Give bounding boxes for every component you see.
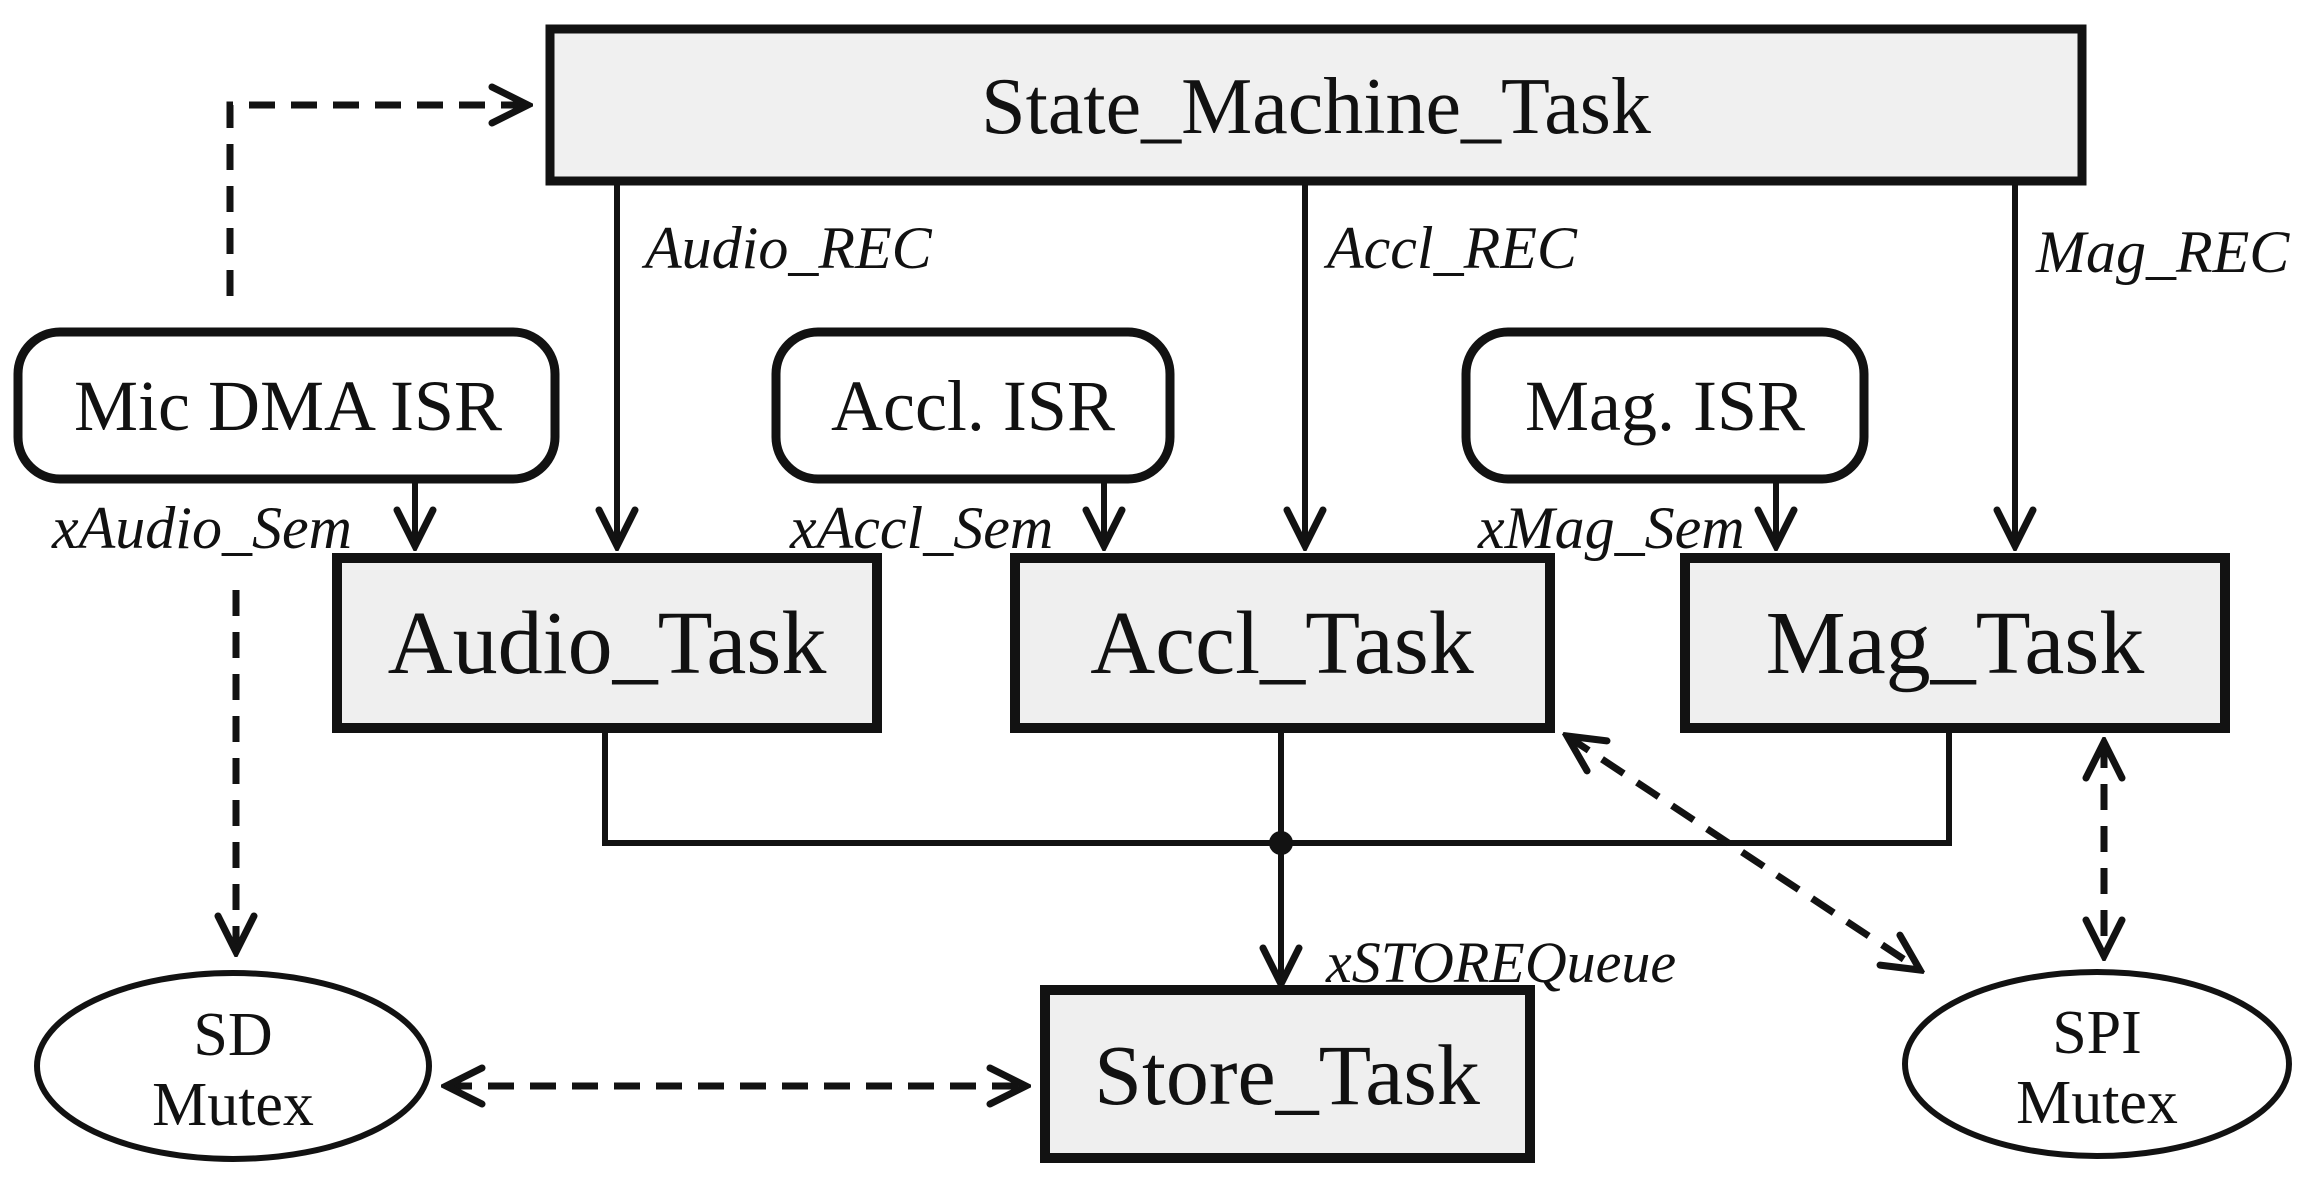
accl-spi-dashed-double-arrow (1567, 736, 1920, 970)
audio-task-node (332, 553, 882, 733)
mag-task-label: Mag_Task (1766, 594, 2145, 693)
task-join-bus-line (602, 728, 1952, 846)
mag-isr-node (1461, 327, 1869, 484)
mic-dma-isr-label: Mic DMA ISR (74, 366, 502, 446)
spi-mutex-label-line1: SPI (2052, 999, 2142, 1067)
store-task-label: Store_Task (1094, 1027, 1480, 1123)
state-machine-task-label: State_Machine_Task (981, 63, 1651, 151)
spi-mutex-node (1902, 969, 2292, 1159)
sd-mutex-node (34, 970, 432, 1162)
mag-rec-edge-label: Mag_REC (2035, 219, 2290, 285)
xaccl-sem-edge-label: xAccl_Sem (789, 495, 1053, 561)
state-machine-task-node (545, 24, 2087, 186)
xmag-sem-edge-label: xMag_Sem (1477, 495, 1745, 561)
mag-isr-label: Mag. ISR (1525, 366, 1805, 446)
sd-mutex-label-line2: Mutex (152, 1071, 314, 1139)
sd-mutex-label-line1: SD (193, 1001, 272, 1069)
xaudio-sem-edge-label: xAudio_Sem (51, 495, 352, 561)
store-task-node (1040, 985, 1535, 1163)
spi-mutex-label-line2: Mutex (2016, 1069, 2178, 1137)
xstore-queue-edge-label: xSTOREQueue (1325, 930, 1676, 995)
accl-isr-label: Accl. ISR (831, 366, 1115, 446)
audio-task-label: Audio_Task (388, 594, 827, 693)
accl-task-node (1010, 553, 1555, 733)
mic-dma-isr-node (13, 327, 560, 484)
accl-isr-node (771, 327, 1175, 484)
state-machine-notify-dashed-arrow (226, 105, 528, 296)
mag-task-node (1680, 553, 2230, 733)
accl-task-label: Accl_Task (1090, 594, 1474, 693)
audio-rec-edge-label: Audio_REC (641, 215, 933, 281)
accl-rec-edge-label: Accl_REC (1323, 215, 1578, 281)
